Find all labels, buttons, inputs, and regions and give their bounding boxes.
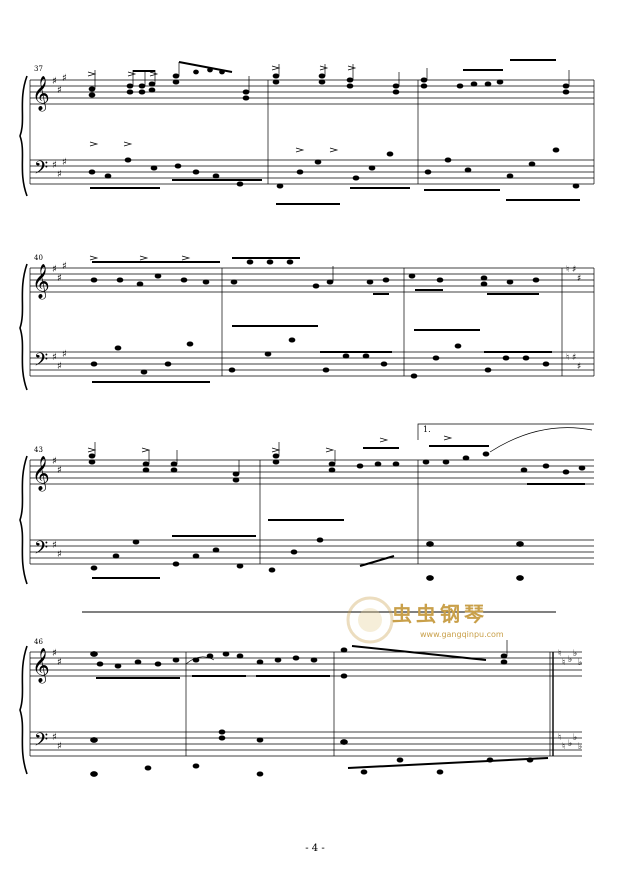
svg-text:♮: ♮ xyxy=(562,742,565,752)
svg-text:♯: ♯ xyxy=(52,264,57,275)
key-change-icon: ♮♯♯ ♮♯♯ xyxy=(566,265,581,372)
bass-staff xyxy=(30,539,594,565)
bass-clef-icon: 𝄢 xyxy=(34,350,48,375)
svg-text:♯: ♯ xyxy=(62,157,67,168)
grand-staff-brace xyxy=(19,75,28,197)
grand-staff-brace xyxy=(19,455,28,585)
bass-staff xyxy=(30,159,594,185)
svg-text:♯: ♯ xyxy=(57,465,62,476)
accent-marks xyxy=(87,65,453,453)
bass-clef-icon: 𝄢 xyxy=(34,538,48,563)
svg-text:♮: ♮ xyxy=(562,658,565,668)
key-signature-sharps-icon: ♯♯ ♯♯ ♯♯ ♯♯ xyxy=(52,456,62,752)
system-3-bass-notes xyxy=(90,519,524,581)
treble-staff xyxy=(30,651,582,677)
grand-staff-brace xyxy=(19,645,28,775)
svg-text:♯: ♯ xyxy=(52,648,57,659)
watermark-text: 虫虫钢琴 xyxy=(392,602,488,626)
svg-text:♯: ♯ xyxy=(52,160,57,171)
volta-label: 1. xyxy=(423,425,431,434)
key-change-flats-icon: ♮♮ ♭♭♭ ♮♮ ♭♭♭ xyxy=(558,649,582,752)
treble-clef-icon: 𝄞 xyxy=(32,648,50,684)
volta-bracket xyxy=(417,423,594,440)
clefs-and-keys: 𝄞 𝄞 𝄞 𝄞 𝄢 𝄢 𝄢 𝄢 ♯♯♯ ♯♯♯ ♯♯♯ ♯♯♯ ♮♯♯ ♮♯♯ xyxy=(32,73,582,755)
svg-text:♯: ♯ xyxy=(572,353,576,363)
svg-text:♭: ♭ xyxy=(578,658,582,668)
svg-text:♯: ♯ xyxy=(62,349,67,360)
svg-text:♯: ♯ xyxy=(52,456,57,467)
treble-staff xyxy=(30,459,594,485)
svg-text:♭: ♭ xyxy=(568,739,572,749)
system-4 xyxy=(19,645,582,775)
svg-text:♮: ♮ xyxy=(558,649,561,659)
svg-text:♯: ♯ xyxy=(577,362,581,372)
system-2-treble-notes xyxy=(90,257,540,295)
svg-text:♯: ♯ xyxy=(62,73,67,84)
measure-number: 43 xyxy=(34,446,43,454)
system-2-bass-notes xyxy=(90,325,552,383)
watermark-logo-icon xyxy=(346,596,394,644)
svg-text:♯: ♯ xyxy=(57,273,62,284)
svg-text:♯: ♯ xyxy=(57,657,62,668)
slur xyxy=(185,656,215,665)
svg-text:♯: ♯ xyxy=(52,540,57,551)
svg-text:♯: ♯ xyxy=(577,274,581,284)
bass-clef-icon: 𝄢 xyxy=(34,730,48,755)
svg-text:♯: ♯ xyxy=(52,732,57,743)
svg-text:♯: ♯ xyxy=(57,169,62,180)
svg-text:♮: ♮ xyxy=(566,353,569,363)
treble-clef-icon: 𝄞 xyxy=(32,76,50,112)
slur xyxy=(489,427,593,453)
svg-text:♯: ♯ xyxy=(52,76,57,87)
svg-text:♭: ♭ xyxy=(578,742,582,752)
svg-text:♮: ♮ xyxy=(566,265,569,275)
system-4-treble-notes xyxy=(90,640,508,679)
watermark-url: www.gangqinpu.com xyxy=(420,630,504,639)
system-1-bass-notes xyxy=(88,147,580,205)
svg-text:♯: ♯ xyxy=(57,361,62,372)
system-4-bass-notes xyxy=(90,729,549,777)
measure-number: 46 xyxy=(34,638,43,646)
svg-text:♯: ♯ xyxy=(52,352,57,363)
svg-text:♯: ♯ xyxy=(57,85,62,96)
treble-staff xyxy=(30,79,594,105)
system-1-treble-notes xyxy=(88,59,570,101)
svg-text:♯: ♯ xyxy=(57,741,62,752)
system-1 xyxy=(19,75,595,197)
svg-text:♮: ♮ xyxy=(558,733,561,743)
treble-clef-icon: 𝄞 xyxy=(32,264,50,300)
measure-number: 37 xyxy=(34,65,43,73)
svg-text:♭: ♭ xyxy=(573,733,577,743)
notes xyxy=(88,59,593,777)
measure-number: 40 xyxy=(34,254,43,262)
bass-staff xyxy=(30,731,582,757)
svg-text:♯: ♯ xyxy=(62,261,67,272)
system-3-treble-notes xyxy=(88,427,593,485)
bass-staff xyxy=(30,351,594,377)
treble-staff xyxy=(30,267,594,293)
svg-text:♯: ♯ xyxy=(572,265,576,275)
system-3 xyxy=(19,423,594,613)
svg-text:♯: ♯ xyxy=(57,549,62,560)
page-number: - 4 - xyxy=(305,843,325,854)
treble-clef-icon: 𝄞 xyxy=(32,456,50,492)
grand-staff-brace xyxy=(19,263,28,391)
svg-text:♭: ♭ xyxy=(573,649,577,659)
svg-text:♭: ♭ xyxy=(568,655,572,665)
key-signature-sharps-icon: ♯♯♯ ♯♯♯ ♯♯♯ ♯♯♯ xyxy=(52,73,67,372)
bass-clef-icon: 𝄢 xyxy=(34,158,48,183)
